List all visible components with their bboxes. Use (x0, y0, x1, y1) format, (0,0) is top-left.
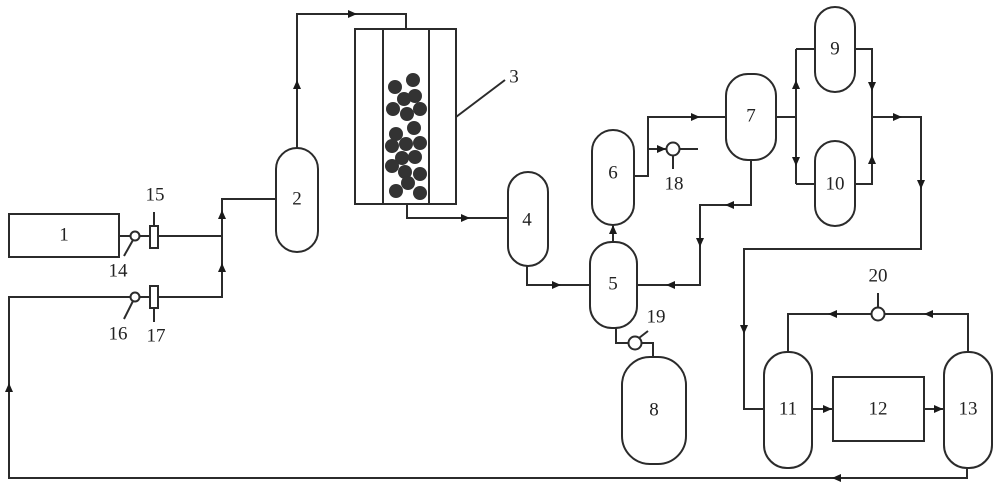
unit-7-label: 7 (746, 105, 756, 126)
flow-arrows (5, 10, 943, 482)
arrow-left (725, 201, 734, 209)
pipe-manifold-to-11 (743, 116, 922, 410)
pipe-recycle (8, 198, 968, 479)
arrow-right (893, 113, 902, 121)
unit-9: 9 (814, 6, 856, 93)
arrow-down (792, 157, 800, 166)
unit-7: 7 (725, 73, 777, 161)
unit-9-label: 9 (830, 38, 840, 59)
valve-18-label: 18 (665, 173, 684, 194)
flow-meter-15: 15 (146, 184, 165, 249)
arrow-right (691, 113, 700, 121)
pipe-manifold-left (795, 48, 815, 185)
arrow-left (828, 310, 837, 318)
arrow-up (868, 155, 876, 164)
unit-8-label: 8 (649, 399, 659, 420)
arrow-left (666, 281, 675, 289)
arrow-right (657, 145, 666, 153)
pipe-13-to-11 (787, 313, 969, 353)
unit-1: 1 (8, 213, 120, 258)
unit-11-label: 11 (779, 398, 797, 419)
flow-meter-17: 17 (147, 285, 166, 346)
unit-2-label: 2 (292, 188, 302, 209)
flow-meter-15-label: 15 (146, 184, 165, 205)
unit-3-label: 3 (509, 66, 519, 87)
unit-4-label: 4 (522, 209, 532, 230)
unit-13-label: 13 (959, 398, 978, 419)
unit-10: 10 (814, 140, 856, 227)
pipe-4-to-5 (526, 266, 590, 286)
arrow-right (348, 10, 357, 18)
unit-11: 11 (763, 351, 813, 469)
packing-particles (385, 73, 427, 200)
valve-18: 18 (665, 141, 684, 194)
valve-19-label: 19 (647, 306, 666, 327)
arrow-down (740, 325, 748, 334)
pipe-6-to-7 (634, 116, 726, 177)
unit-3-packed-column: 3 (354, 28, 519, 205)
unit-5: 5 (589, 241, 638, 329)
pipe-5-to-8 (615, 328, 654, 357)
unit-10-label: 10 (826, 173, 845, 194)
arrow-left (832, 474, 841, 482)
flow-meter-17-label: 17 (147, 325, 166, 346)
unit-4: 4 (507, 171, 549, 267)
valve-16-label: 16 (109, 323, 128, 344)
valve-16: 16 (109, 291, 141, 344)
arrow-up (792, 80, 800, 89)
unit-6: 6 (591, 129, 635, 226)
arrow-up (5, 383, 13, 392)
valve-20: 20 (869, 265, 888, 322)
unit-5-label: 5 (608, 273, 618, 294)
arrow-down (868, 82, 876, 91)
unit-2: 2 (275, 147, 319, 253)
arrow-right (934, 405, 943, 413)
arrow-right (552, 281, 561, 289)
valve-19: 19 (627, 306, 666, 351)
unit-8: 8 (621, 356, 687, 465)
arrow-up (293, 80, 301, 89)
arrow-right (461, 214, 470, 222)
unit-12: 12 (832, 376, 925, 442)
unit-6-label: 6 (608, 162, 618, 183)
arrow-up (218, 210, 226, 219)
arrow-down (696, 238, 704, 247)
valve-14-label: 14 (109, 260, 129, 281)
arrow-up (218, 263, 226, 272)
unit-1-label: 1 (59, 224, 69, 245)
pipe-7-to-5 (637, 160, 752, 286)
valve-20-label: 20 (869, 265, 888, 286)
valve-14: 14 (109, 230, 141, 281)
arrow-left (924, 310, 933, 318)
arrow-right (823, 405, 832, 413)
pipe-3-to-4 (406, 204, 509, 219)
arrow-up (609, 225, 617, 234)
unit-13: 13 (943, 351, 993, 469)
arrow-down (917, 180, 925, 189)
unit-12-label: 12 (869, 398, 888, 419)
